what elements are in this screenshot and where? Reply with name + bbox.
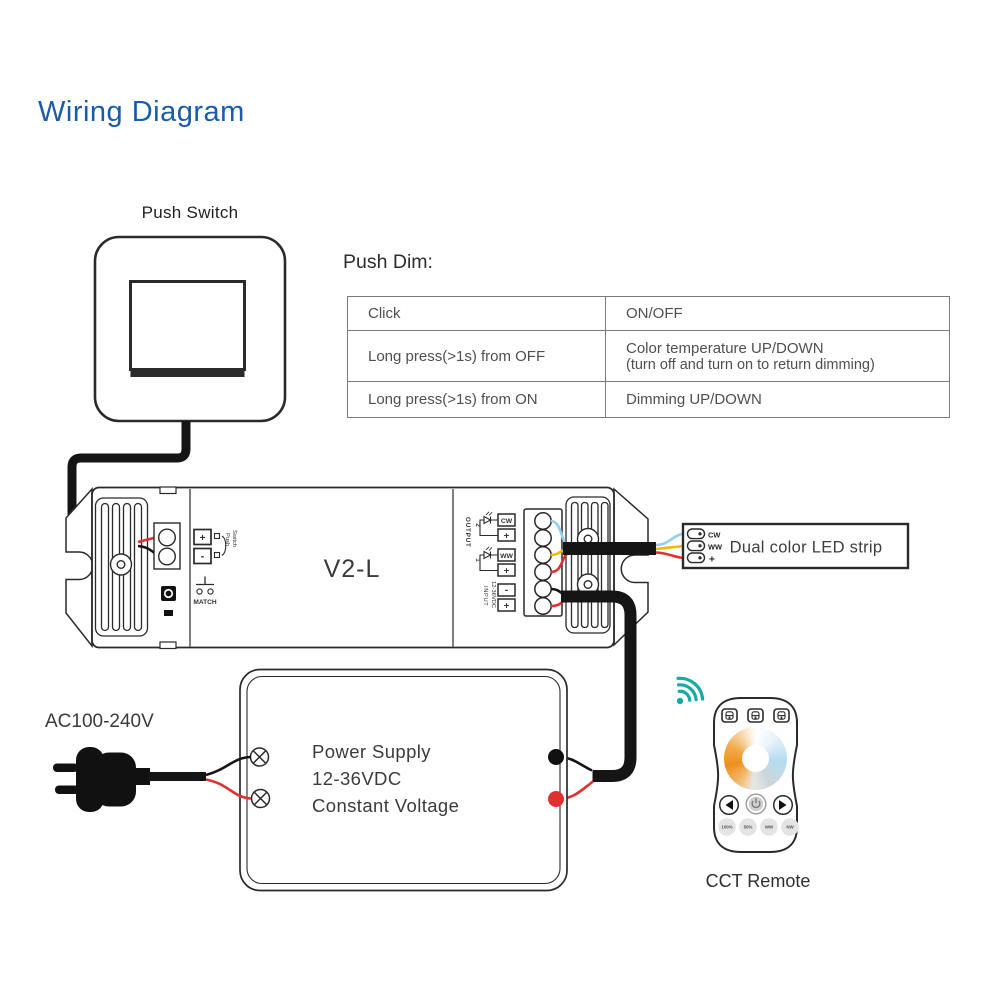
table-row: Click ON/OFF	[347, 296, 950, 331]
led-diode-icon	[483, 546, 493, 560]
action-cell: Long press(>1s) from OFF	[347, 330, 606, 382]
led-strip-pad-ww: WW	[708, 542, 722, 551]
result-cell: ON/OFF	[605, 296, 950, 331]
zone-button-icon	[747, 708, 764, 723]
power-supply-line3: Constant Voltage	[312, 795, 460, 816]
zone-buttons	[721, 708, 790, 723]
led-strip-label: Dual color LED strip	[730, 539, 883, 557]
power-supply-box	[239, 668, 568, 892]
in-minus-label: -	[505, 584, 509, 596]
power-supply-line1: Power Supply	[312, 741, 431, 762]
arrow-right-icon	[772, 794, 794, 816]
action-cell: Click	[347, 296, 606, 331]
table-row: Long press(>1s) from OFF Color temperatu…	[347, 330, 950, 382]
led-strip-pad-plus: +	[709, 555, 715, 566]
push-dim-heading: Push Dim:	[343, 251, 433, 273]
vent-panel-right	[565, 496, 611, 634]
wifi-icon	[676, 676, 705, 705]
in-plus-label: +	[504, 600, 510, 611]
dc-output-negative-dot	[548, 791, 564, 807]
output-ch2-label: 2	[474, 523, 481, 527]
power-supply-label: Power Supply 12-36VDC Constant Voltage	[312, 738, 459, 819]
color-wheel-hole	[742, 745, 769, 772]
input-wires	[550, 587, 637, 801]
screw-icon	[109, 553, 133, 576]
push-plus-label: +	[200, 533, 206, 544]
preset-buttons	[718, 818, 799, 836]
push-wire-leads	[109, 522, 181, 576]
preset-50-label: 50%	[744, 825, 753, 830]
out-cw-label: CW	[501, 518, 513, 525]
input-label: INPUT	[482, 586, 488, 606]
action-cell: Long press(>1s) from ON	[347, 381, 606, 418]
result-line: Color temperature UP/DOWN	[626, 339, 824, 357]
ac-voltage-label: AC100-240V	[45, 711, 154, 732]
ac-plug-wires	[148, 755, 252, 800]
input-cable	[561, 590, 637, 782]
zone-button-icon	[773, 708, 790, 723]
controller-body	[91, 486, 615, 649]
output-label: OUTPUT	[464, 517, 471, 548]
out-plus2-label: +	[504, 530, 510, 541]
push-terminal-word1: Switch	[231, 530, 237, 547]
result-note: (turn off and turn on to return dimming)	[626, 356, 875, 373]
match-label: MATCH	[193, 599, 217, 606]
ac-plug	[53, 747, 150, 812]
led-strip-pad-cw: CW	[708, 530, 720, 539]
push-input-terminals	[193, 528, 227, 565]
result-cell: Color temperature UP/DOWN (turn off and …	[605, 330, 950, 382]
preset-ww-label: WW	[765, 825, 774, 830]
out-plus1-label: +	[504, 565, 510, 576]
controller-model-label: V2-L	[324, 555, 381, 583]
output-channel-schematic	[479, 511, 498, 572]
output-wires	[550, 519, 685, 574]
page-title: Wiring Diagram	[38, 96, 245, 128]
led-strip-connector	[681, 522, 910, 570]
left-mount-ear	[65, 487, 94, 649]
power-supply-line2: 12-36VDC	[312, 768, 402, 789]
led-diode-icon	[483, 511, 493, 525]
input-voltage-label: 12-36VDC	[490, 581, 496, 608]
cct-color-wheel	[724, 727, 787, 790]
tact-switch-button	[161, 586, 176, 616]
power-icon	[745, 793, 767, 815]
result-cell: Dimming UP/DOWN	[605, 381, 950, 418]
terminal-label-boxes	[497, 513, 516, 612]
zone-button-icon	[721, 708, 738, 723]
push-minus-label: -	[201, 551, 205, 563]
preset-100-label: 100%	[721, 825, 732, 830]
output-ch1-label: 1	[474, 558, 481, 562]
dc-output-positive-dot	[548, 749, 564, 765]
push-switch-label: Push Switch	[141, 203, 239, 222]
push-switch-drawing	[93, 235, 287, 423]
match-button-symbol	[196, 576, 214, 595]
out-ww-label: WW	[500, 553, 513, 560]
arrow-left-icon	[718, 794, 740, 816]
push-terminal-word2: Push	[224, 533, 230, 546]
push-dim-table: Click ON/OFF Long press(>1s) from OFF Co…	[347, 296, 950, 418]
cct-remote-label: CCT Remote	[705, 871, 811, 891]
preset-nw-label: NW	[786, 825, 794, 830]
table-row: Long press(>1s) from ON Dimming UP/DOWN	[347, 381, 950, 418]
